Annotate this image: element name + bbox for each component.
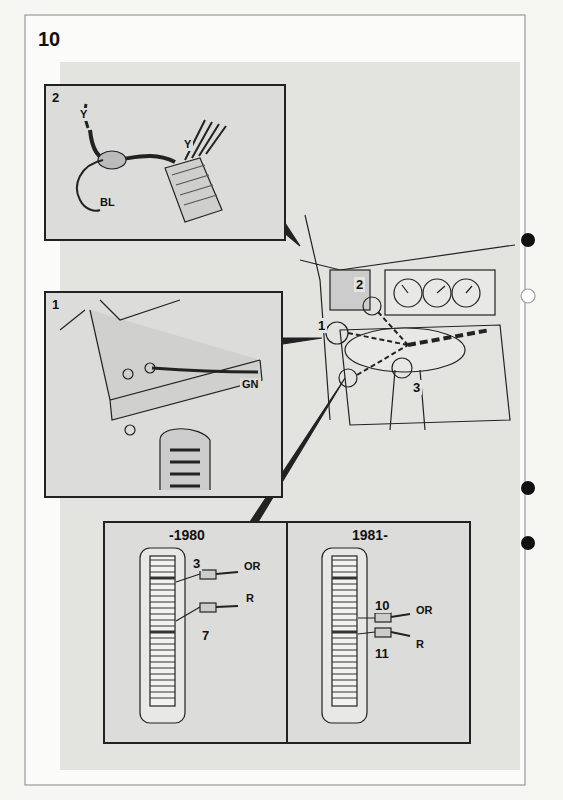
fuse-slot — [150, 698, 175, 699]
fuse-slot — [332, 686, 357, 687]
fuse-slot — [332, 692, 357, 693]
fuse-slot — [150, 590, 175, 591]
fuse-slot — [332, 608, 357, 609]
callout-label: 10 — [373, 598, 391, 613]
callout-label: BL — [98, 196, 117, 209]
fuse-slot — [332, 614, 357, 615]
fuse-slot — [332, 644, 357, 645]
fuse-slot — [150, 626, 175, 627]
fuse-slot — [332, 602, 357, 603]
fuse-slot — [150, 650, 175, 651]
callout-label: Y — [78, 108, 89, 121]
fuse-slot — [150, 602, 175, 603]
callout-label: 1 — [50, 297, 61, 312]
fuse-slot — [332, 590, 357, 591]
fuse-slot — [150, 668, 175, 669]
fuse-slot — [150, 656, 175, 657]
fuse-slot — [332, 584, 357, 585]
fuse-slot — [150, 674, 175, 675]
callout-label: 7 — [200, 628, 211, 643]
callout-label: 3 — [191, 556, 202, 571]
fuse-slot — [150, 631, 175, 634]
callout-label: OR — [242, 560, 263, 573]
fuse-slot — [332, 656, 357, 657]
fuse-slot — [332, 668, 357, 669]
page-number: 10 — [36, 28, 62, 50]
inset-connector — [45, 85, 285, 240]
fuse-slot — [332, 638, 357, 639]
fuse-slot — [150, 608, 175, 609]
inset-ground-point — [45, 292, 282, 497]
fuse-slot — [150, 560, 175, 561]
fuse-slot — [332, 674, 357, 675]
fuse-panels — [104, 522, 470, 743]
callout-label: 2 — [50, 90, 61, 105]
callout-label: -1980 — [167, 527, 207, 543]
callout-label: 11 — [373, 646, 391, 661]
callout-label: GN — [240, 378, 261, 391]
binder-holes — [521, 233, 535, 550]
fuse-slot — [332, 577, 357, 580]
callout-label: R — [244, 592, 256, 605]
callout-label: R — [414, 638, 426, 651]
callout-label: OR — [414, 604, 435, 617]
fuse-slot — [332, 626, 357, 627]
fuse-slot — [332, 698, 357, 699]
fuse-slot — [150, 566, 175, 567]
callout-label: 2 — [354, 277, 365, 292]
callout-label: Y — [182, 138, 193, 151]
fuse-slot — [150, 577, 175, 580]
fuse-slot — [150, 638, 175, 639]
fuse-slot — [150, 596, 175, 597]
fuse-slot — [150, 692, 175, 693]
page-frame — [25, 15, 525, 785]
fuse-slot — [150, 620, 175, 621]
callout-label: 1 — [316, 318, 327, 333]
fuse-slot — [150, 614, 175, 615]
fuse-slot — [332, 620, 357, 621]
fuse-slot — [150, 686, 175, 687]
fuse-slot — [332, 662, 357, 663]
fuse-slot — [150, 644, 175, 645]
fuse-slot — [150, 572, 175, 573]
fuse-slot — [332, 680, 357, 681]
fuse-slot — [150, 680, 175, 681]
callout-label: 3 — [411, 380, 422, 395]
fuse-slot — [332, 560, 357, 561]
callout-label: 1981- — [350, 527, 390, 543]
dashboard — [300, 215, 515, 430]
fuse-slot — [332, 650, 357, 651]
fuse-slot — [332, 572, 357, 573]
fuse-slot — [150, 662, 175, 663]
fuse-slot — [150, 584, 175, 585]
fuse-slot — [332, 631, 357, 634]
fuse-slot — [332, 566, 357, 567]
fuse-slot — [332, 596, 357, 597]
